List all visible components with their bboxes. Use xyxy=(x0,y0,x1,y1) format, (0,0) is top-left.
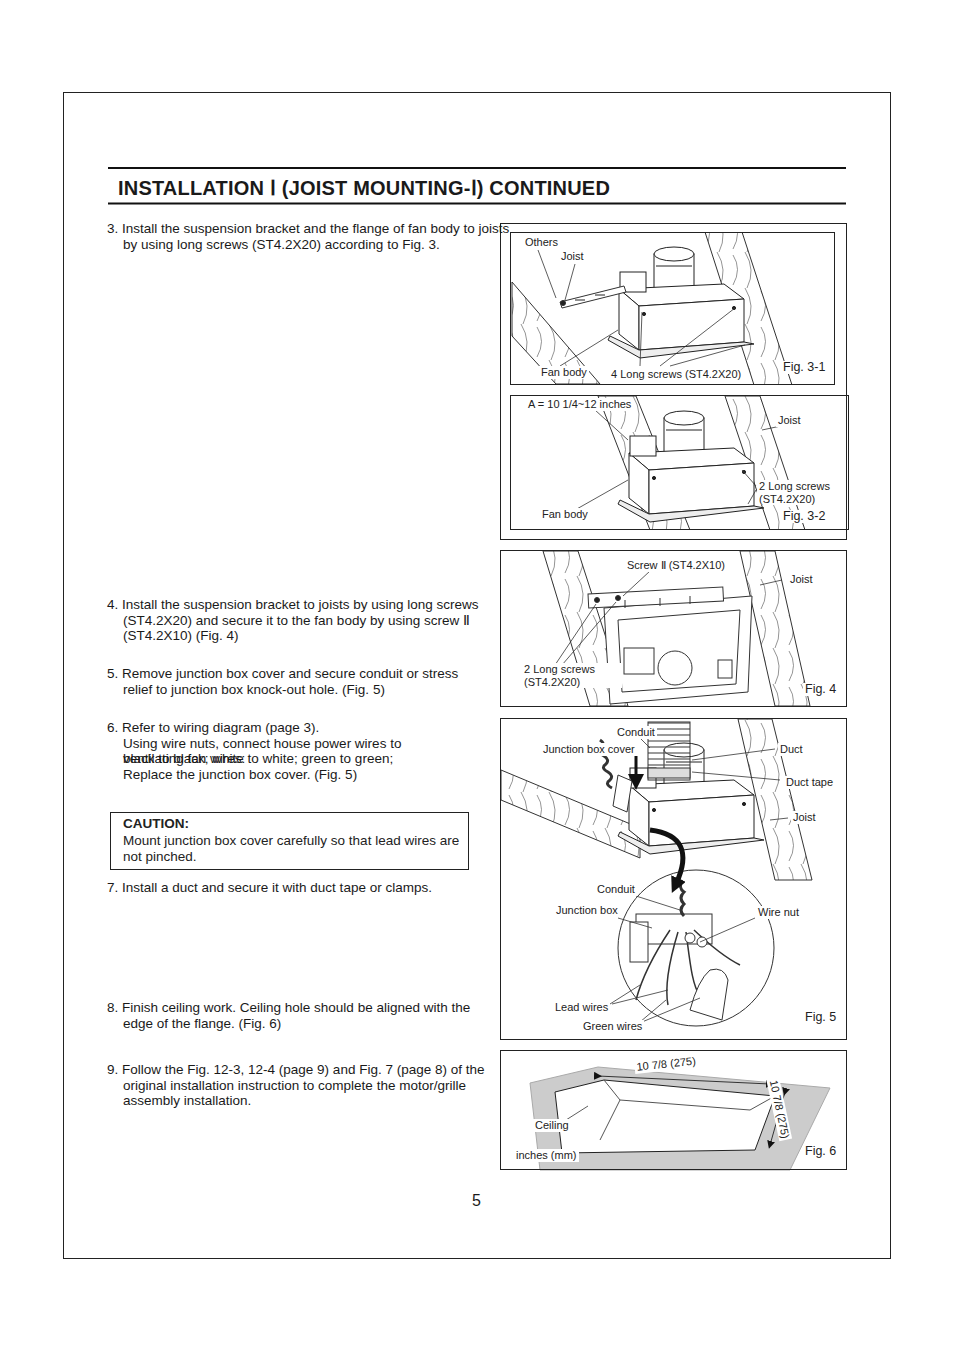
caution-box: CAUTION:Mount junction box cover careful… xyxy=(110,812,469,870)
part-label: Lead wires xyxy=(553,1001,610,1014)
part-label: 10 7/8 (275) xyxy=(634,1054,698,1073)
page-number: 5 xyxy=(472,1192,492,1210)
part-label: Junction box cover xyxy=(541,743,637,756)
instruction-text: 9. Follow the Fig. 12-3, 12-4 (page 9) a… xyxy=(107,1062,518,1109)
part-label: Screw Ⅱ (ST4.2X10) xyxy=(625,559,727,572)
part-label: Joist xyxy=(791,811,818,824)
part-label: Junction box xyxy=(554,904,620,917)
part-label: Wire nut xyxy=(756,906,801,919)
figure-number: Fig. 5 xyxy=(803,1011,838,1024)
part-label: A = 10 1/4~12 inches xyxy=(526,398,633,411)
part-label: Conduit xyxy=(615,726,657,739)
part-label: Ceiling xyxy=(533,1119,571,1132)
instruction-text: 5. Remove junction box cover and secure … xyxy=(107,666,478,697)
part-label: 2 Long screws (ST4.2X20) xyxy=(522,663,622,688)
part-label: 4 Long screws (ST4.2X20) xyxy=(609,368,743,381)
figure-number: Fig. 6 xyxy=(803,1145,838,1158)
instruction-text: 8. Finish ceiling work. Ceiling hole sho… xyxy=(107,1000,491,1031)
instruction-text: 3. Install the suspension bracket and th… xyxy=(107,221,523,252)
page-title: INSTALLATION Ⅰ (JOIST MOUNTING-Ⅰ) CONTIN… xyxy=(118,176,610,200)
figure-frame: ConduitJunction box coverDuctDuct tapeJo… xyxy=(500,718,847,1040)
part-label: Joist xyxy=(776,414,803,427)
part-label: inches (mm) xyxy=(514,1149,579,1162)
part-label: Conduit xyxy=(595,883,637,896)
figure-frame: 10 7/8 (275) 10 7/8 (275) Ceiling inches (m… xyxy=(500,1050,847,1170)
part-label: Joist xyxy=(788,573,815,586)
instruction-text: 7. Install a duct and secure it with duc… xyxy=(107,880,433,896)
figure-frame: Screw Ⅱ (ST4.2X10) Joist 2 Long screws (ST… xyxy=(500,550,847,707)
part-label: 2 Long screws (ST4.2X20) xyxy=(757,480,845,505)
figure-number: Fig. 3-1 xyxy=(781,361,827,374)
part-label: CAUTION: xyxy=(121,816,191,832)
part-label: Duct xyxy=(778,743,805,756)
instruction-text: 6. Refer to wiring diagram (page 3). xyxy=(107,720,487,736)
instruction-text: black to black; white to white; green to… xyxy=(123,751,503,767)
instruction-text: Replace the junction box cover. (Fig. 5) xyxy=(123,767,503,783)
figure-number: Fig. 4 xyxy=(803,683,838,696)
part-label: Fan body xyxy=(539,366,589,379)
figure-frame: A = 10 1/4~12 inchesJoist 2 Long screws (… xyxy=(510,395,849,530)
part-label: Green wires xyxy=(581,1020,644,1033)
part-label: Fan body xyxy=(540,508,590,521)
part-label: Duct tape xyxy=(784,776,835,789)
figure-frame: OthersJoistFan body 4 Long screws (ST4.2X… xyxy=(510,232,835,385)
figure-number: Fig. 3-2 xyxy=(781,510,827,523)
part-label: Others xyxy=(523,236,560,249)
part-label: Joist xyxy=(559,250,586,263)
part-label: Mount junction box cover carefully so th… xyxy=(121,833,465,864)
part-label: 10 7/8 (275) xyxy=(767,1077,792,1142)
instruction-text: 4. Install the suspension bracket to joi… xyxy=(107,597,493,644)
